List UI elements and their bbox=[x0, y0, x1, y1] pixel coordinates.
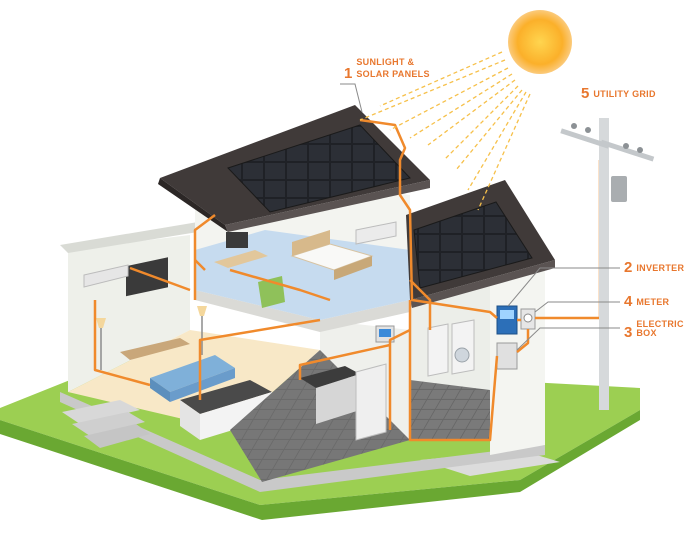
foundation bbox=[60, 392, 545, 492]
sun bbox=[508, 10, 572, 74]
utility-pole bbox=[560, 118, 655, 410]
sofa bbox=[150, 355, 235, 392]
dryer bbox=[451, 319, 475, 375]
callout-label: UTILITY GRID bbox=[593, 89, 656, 99]
callout-number: 4 bbox=[624, 293, 633, 310]
callout-label-line-1: SUNLIGHT & bbox=[356, 57, 415, 67]
callout-number: 2 bbox=[624, 259, 633, 276]
solar-panels-main bbox=[227, 124, 411, 213]
air-conditioner-living bbox=[83, 264, 129, 288]
desk bbox=[214, 250, 268, 268]
tv-cabinet bbox=[120, 338, 190, 360]
wall-tv bbox=[126, 257, 168, 297]
callout-label: ELECTRIC BOX bbox=[636, 319, 684, 338]
floor-lamp-left bbox=[96, 318, 106, 328]
air-conditioner-bedroom bbox=[355, 221, 397, 245]
computer-monitor bbox=[226, 232, 248, 248]
callout-sunlight-solar-panels: 1 SUNLIGHT & SOLAR PANELS bbox=[344, 58, 430, 82]
callout-label-line-2: SOLAR PANELS bbox=[356, 69, 430, 79]
callout-number: 1 bbox=[344, 65, 353, 82]
callout-number: 5 bbox=[581, 85, 590, 102]
callout-label: INVERTER bbox=[636, 263, 685, 273]
callout-label: SUNLIGHT & SOLAR PANELS bbox=[356, 58, 429, 81]
front-steps bbox=[62, 400, 150, 448]
kitchen-island bbox=[180, 380, 272, 414]
callout-meter: 4 METER bbox=[624, 294, 669, 309]
refrigerator bbox=[355, 363, 387, 441]
callout-leaders bbox=[340, 83, 620, 351]
callout-inverter: 2 INVERTER bbox=[624, 260, 684, 275]
secondary-roof bbox=[406, 180, 555, 308]
transformer bbox=[611, 176, 627, 202]
callout-number: 3 bbox=[624, 324, 633, 341]
electric-box bbox=[496, 342, 518, 370]
callout-electric-box: 3 ELECTRIC BOX bbox=[624, 319, 700, 341]
living-room bbox=[60, 220, 320, 440]
callout-utility-grid: 5 UTILITY GRID bbox=[581, 86, 656, 101]
washer bbox=[427, 323, 449, 377]
solar-panels-secondary bbox=[413, 201, 533, 289]
stove bbox=[300, 366, 360, 388]
sun-rays bbox=[359, 51, 531, 211]
callout-label: METER bbox=[636, 297, 670, 307]
floor-lamp-right bbox=[197, 306, 207, 316]
kitchen bbox=[230, 320, 410, 482]
